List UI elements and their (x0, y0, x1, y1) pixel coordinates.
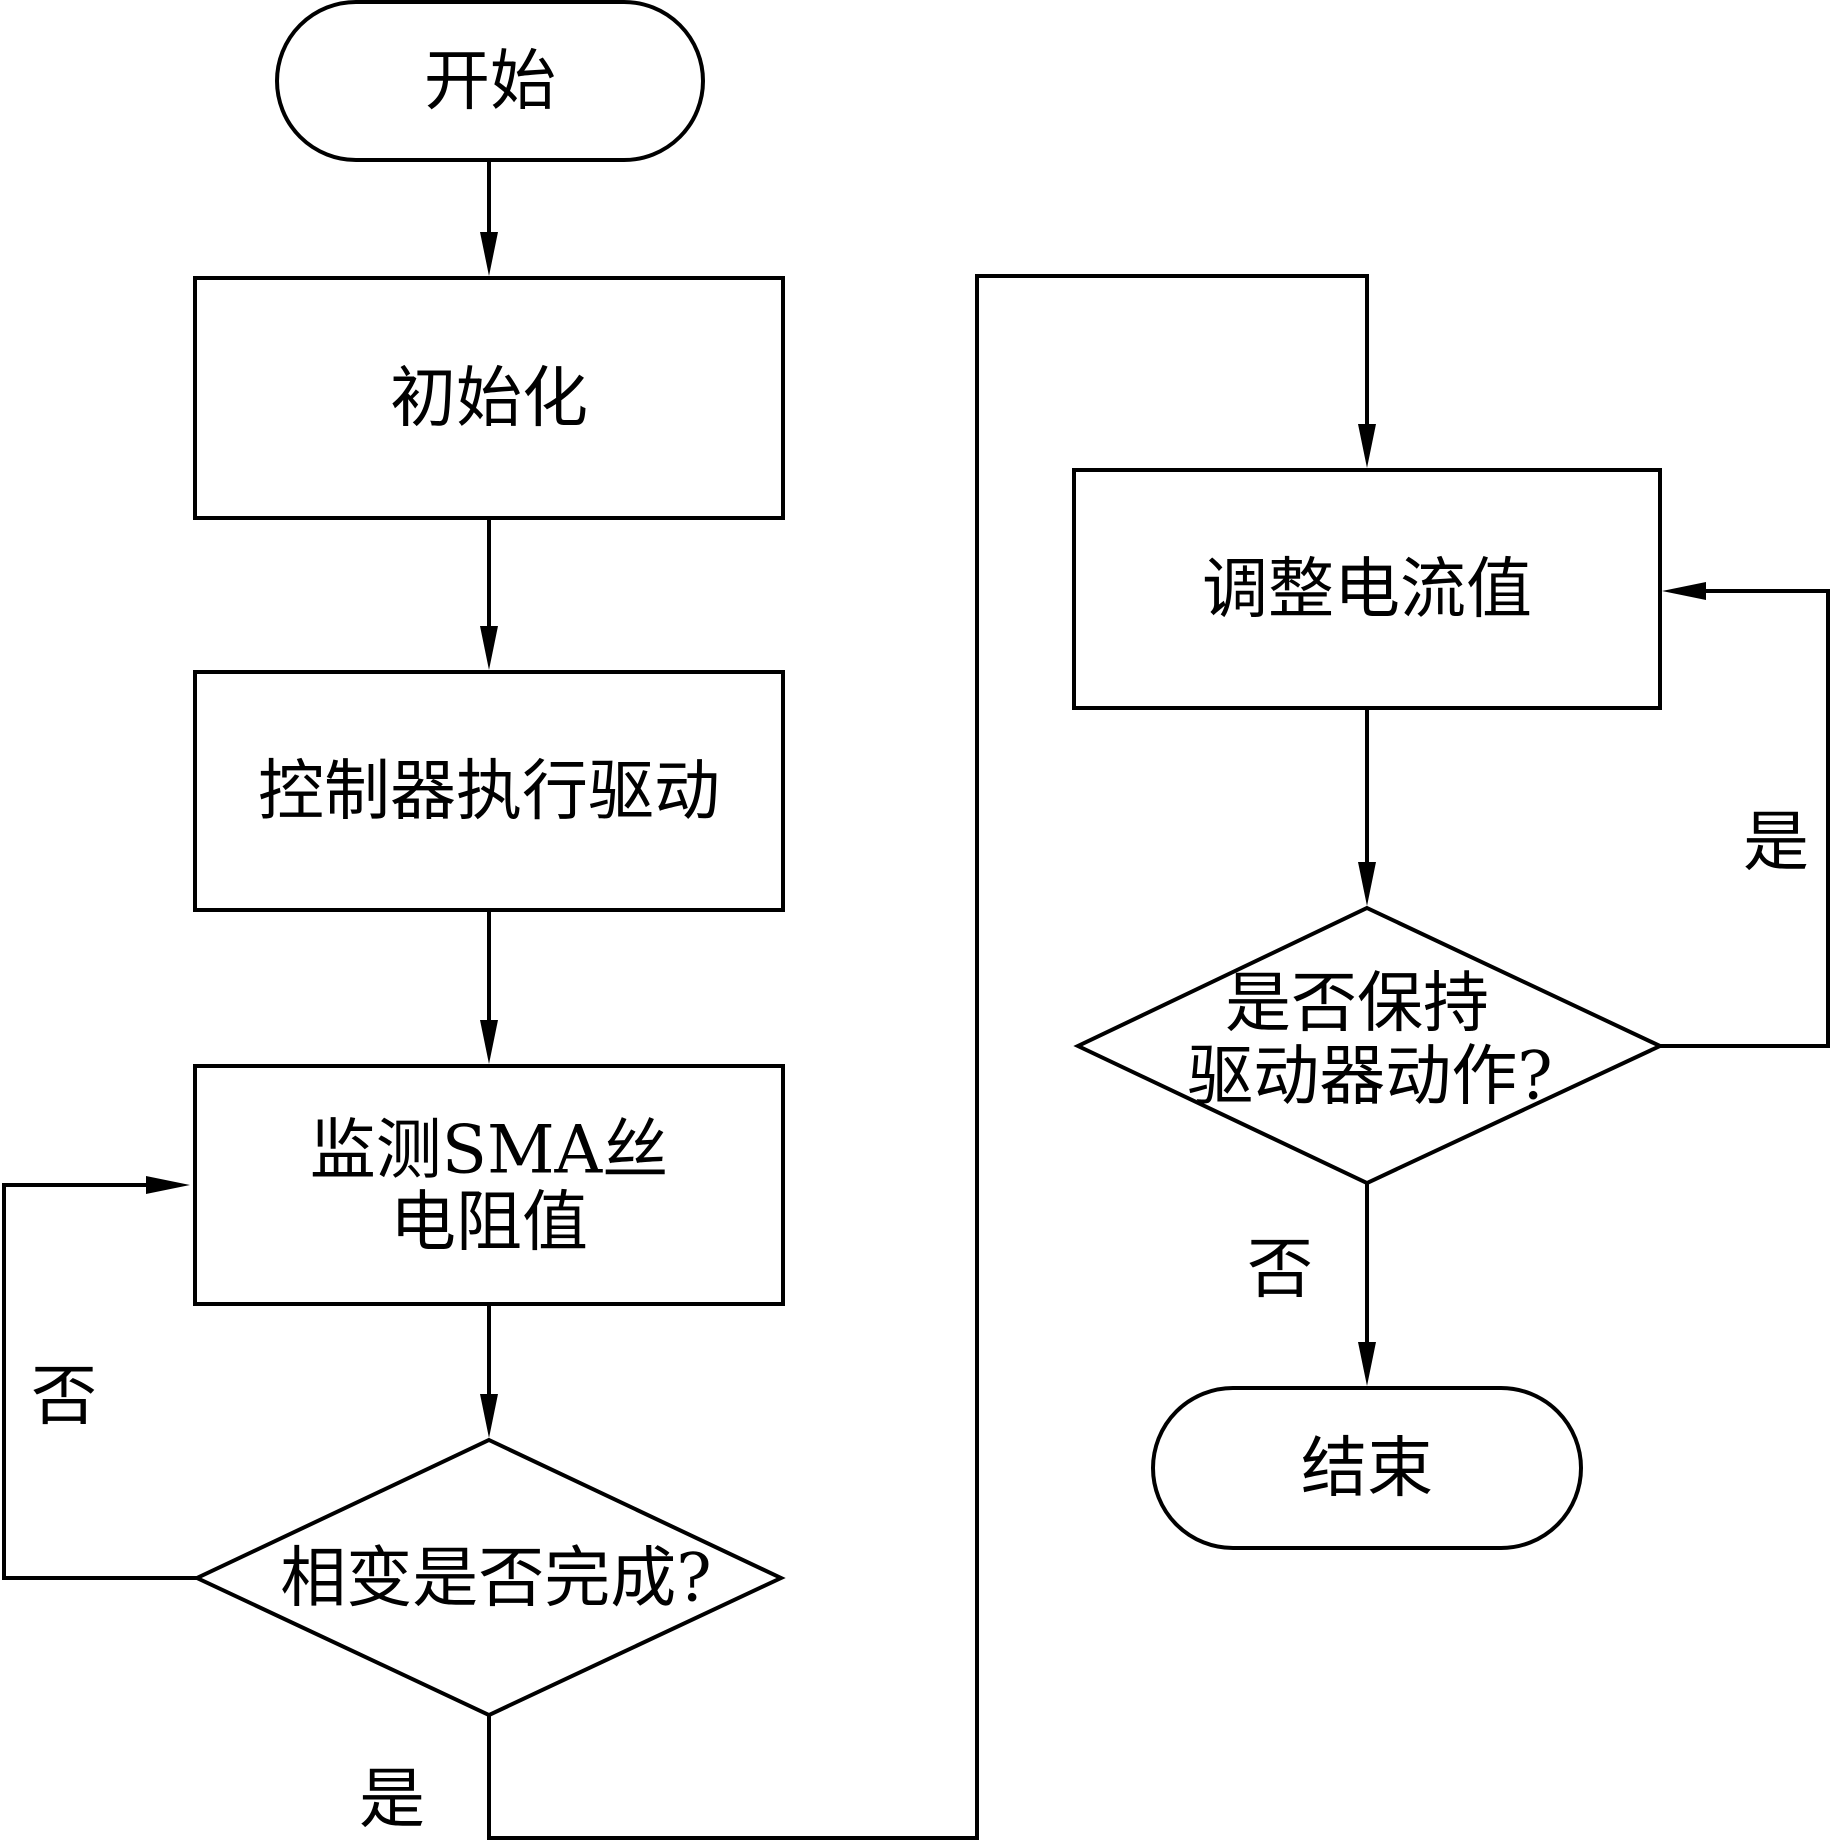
phase-check-label: 相变是否完成? (280, 1540, 711, 1617)
node-adjust: 调整电流值 (1072, 468, 1662, 710)
monitor-label-line1: 监测SMA丝 (310, 1112, 668, 1189)
arrow-down-icon (480, 1394, 498, 1438)
end-terminator-shape (1151, 1386, 1583, 1550)
arrow-left-icon (1662, 582, 1706, 600)
edge-start-to-init (480, 160, 498, 276)
arrow-down-icon (1358, 424, 1376, 468)
edge-adjust-to-hold-check (1358, 708, 1376, 906)
edge-monitor-to-phase-check (480, 1304, 498, 1438)
phase-no-label: 否 (31, 1358, 97, 1435)
phase-yes-label: 是 (359, 1761, 425, 1838)
hold-check-label-line1: 是否保持 (1225, 965, 1489, 1042)
hold-yes-label: 是 (1743, 804, 1809, 881)
arrow-down-icon (1358, 862, 1376, 906)
hold-check-label-line2: 驱动器动作? (1187, 1038, 1552, 1115)
edge-hold-yes-loop (1660, 582, 1830, 1048)
edge-drive-to-monitor (480, 910, 498, 1064)
arrow-right-icon (146, 1176, 190, 1194)
end-label: 结束 (1301, 1430, 1433, 1507)
arrow-down-icon (480, 1020, 498, 1064)
monitor-process-shape (193, 1064, 785, 1306)
node-hold-check: 是否保持 驱动器动作? (1073, 905, 1665, 1186)
node-start: 开始 (275, 0, 705, 162)
drive-process-shape (193, 670, 785, 912)
node-monitor: 监测SMA丝 电阻值 (193, 1064, 785, 1306)
arrow-down-icon (1358, 1342, 1376, 1386)
edge-phase-yes-to-adjust (487, 274, 1376, 1840)
node-drive: 控制器执行驱动 (193, 670, 785, 912)
monitor-label-line2: 电阻值 (390, 1184, 588, 1261)
adjust-process-shape (1072, 468, 1662, 710)
arrow-down-icon (480, 626, 498, 670)
arrow-down-icon (480, 232, 498, 276)
init-label: 初始化 (390, 360, 588, 437)
edge-init-to-drive (480, 518, 498, 670)
adjust-label: 调整电流值 (1202, 551, 1532, 628)
hold-no-label: 否 (1247, 1231, 1313, 1308)
init-process-shape (193, 276, 785, 520)
node-phase-check: 相变是否完成? (192, 1437, 786, 1718)
node-init: 初始化 (193, 276, 785, 520)
drive-label: 控制器执行驱动 (258, 753, 720, 830)
edge-phase-no-loop (2, 1176, 197, 1580)
node-end: 结束 (1151, 1386, 1583, 1550)
start-label: 开始 (424, 43, 556, 120)
edge-hold-no-to-end (1358, 1183, 1376, 1386)
